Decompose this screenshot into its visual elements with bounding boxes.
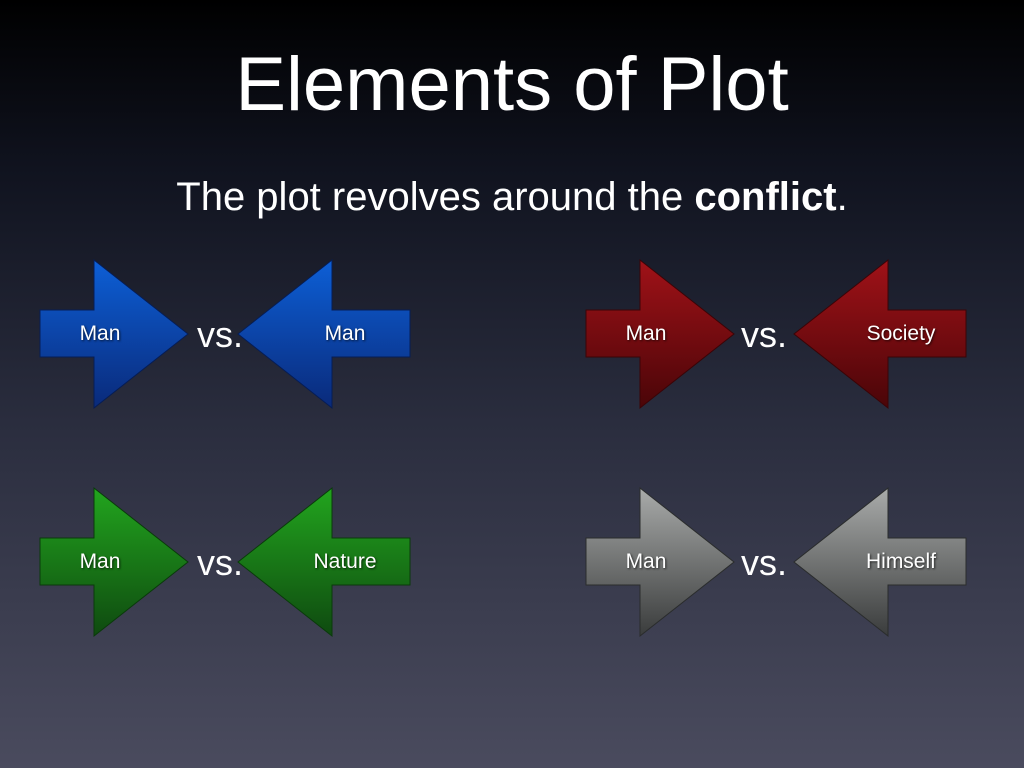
left-pointing-arrow-icon xyxy=(237,486,411,638)
right-arrow-label: Nature xyxy=(313,550,377,573)
right-pointing-arrow-icon xyxy=(39,258,189,410)
left-arrow-label: Man xyxy=(79,550,121,573)
versus-label: vs. xyxy=(740,542,787,583)
slide-title: Elements of Plot xyxy=(235,42,789,127)
left-arrow-label: Man xyxy=(625,322,667,345)
right-arrow-label: Society xyxy=(866,322,936,345)
right-pointing-arrow-icon xyxy=(585,258,735,410)
subtitle-period: . xyxy=(836,175,848,219)
right-pointing-arrow-icon xyxy=(585,486,735,638)
conflict-arrows-graphic xyxy=(39,258,411,410)
versus-label: vs. xyxy=(740,314,787,355)
slide-subtitle: The plot revolves around the conflict. xyxy=(0,172,1024,222)
right-pointing-arrow-icon xyxy=(39,486,189,638)
left-arrow-label: Man xyxy=(79,322,121,345)
right-arrow-label: Himself xyxy=(865,550,936,573)
left-arrow-label: Man xyxy=(625,550,667,573)
conflict-man-vs-society: Man vs. Society xyxy=(585,258,976,418)
versus-label: vs. xyxy=(196,542,243,583)
left-pointing-arrow-icon xyxy=(237,258,411,410)
conflict-arrows-graphic xyxy=(39,486,411,638)
subtitle-text: The plot revolves around the xyxy=(176,175,695,219)
conflict-arrows-graphic xyxy=(585,486,967,638)
conflict-arrows-graphic xyxy=(585,258,967,410)
conflict-man-vs-nature: Man vs. Nature xyxy=(39,486,430,646)
subtitle-emphasis: conflict xyxy=(694,175,837,219)
right-arrow-label: Man xyxy=(324,322,366,345)
left-pointing-arrow-icon xyxy=(793,258,967,410)
conflict-man-vs-man: Man vs. Man xyxy=(39,258,430,418)
conflict-man-vs-himself: Man vs. Himself xyxy=(585,486,976,646)
left-pointing-arrow-icon xyxy=(793,486,967,638)
versus-label: vs. xyxy=(196,314,243,355)
